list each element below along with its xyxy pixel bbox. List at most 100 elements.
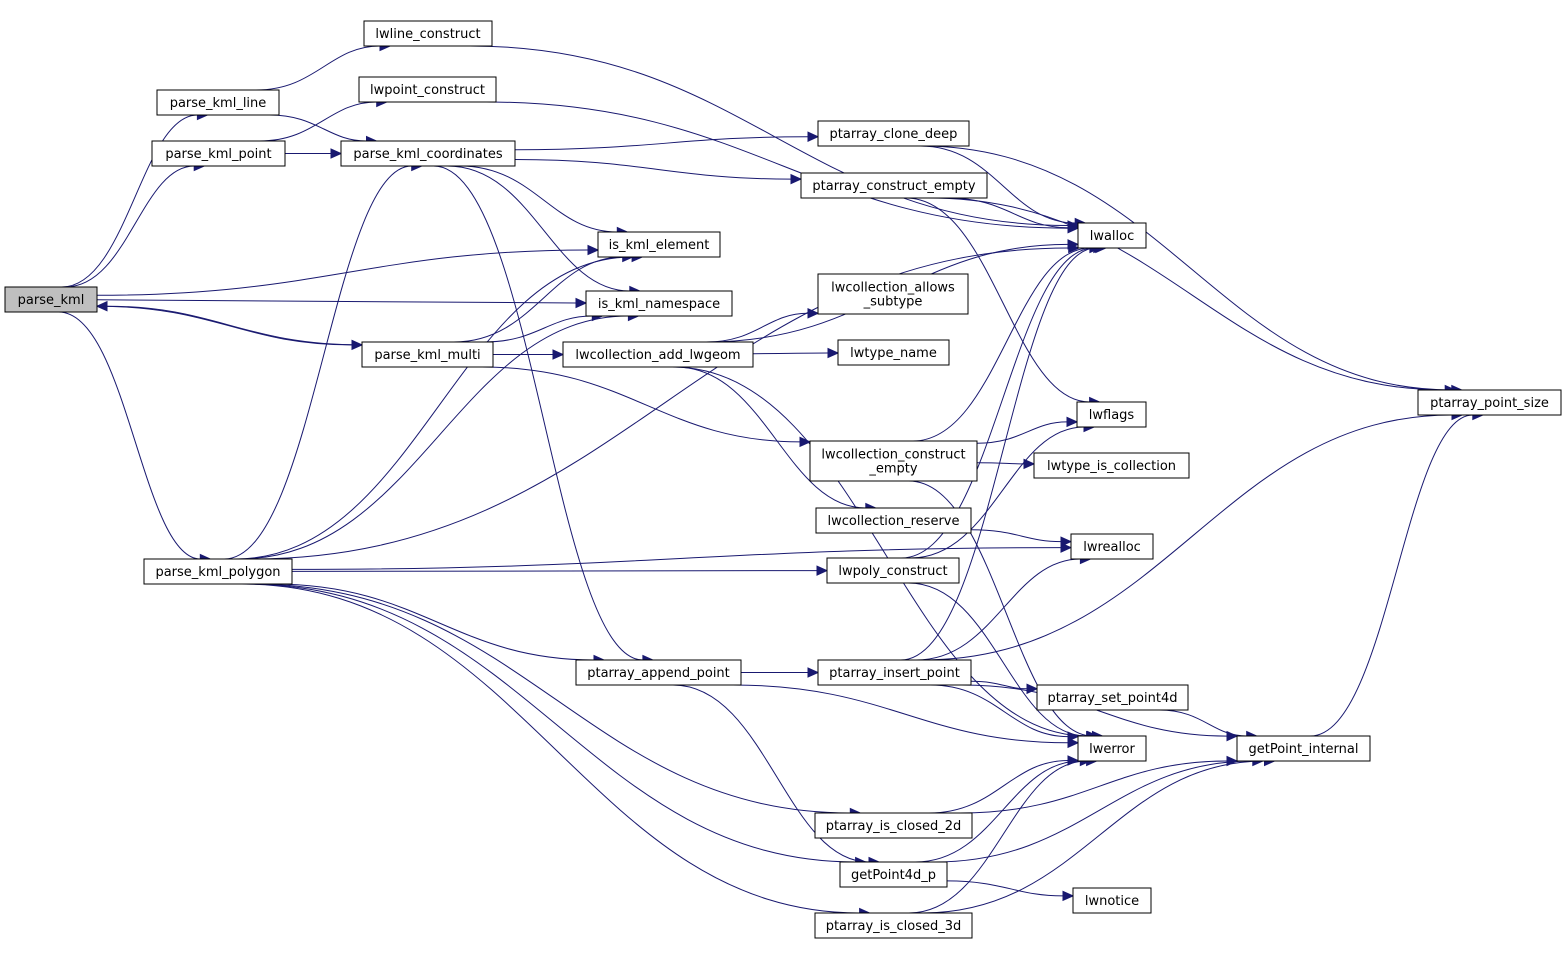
edge-lwline_construct-to-lwalloc	[470, 45, 1069, 226]
edge-getPoint4d_p-to-lwerror	[915, 760, 1081, 863]
node-box[interactable]	[1072, 887, 1152, 914]
node-label: lwcollection_allows	[831, 281, 955, 296]
node-label: is_kml_element	[609, 238, 710, 253]
node-is-kml-namespace[interactable]: is_kml_namespace	[585, 290, 733, 317]
node-box[interactable]	[1417, 389, 1562, 416]
node-parse-kml-polygon[interactable]: parse_kml_polygon	[143, 558, 293, 585]
node-box[interactable]	[340, 140, 516, 167]
node-box[interactable]	[575, 659, 742, 686]
node-box[interactable]	[1236, 735, 1371, 762]
node-is-kml-element[interactable]: is_kml_element	[597, 231, 721, 258]
arrowhead-parse_kml_coordinates-to-ptarray_clone_deep	[807, 131, 820, 142]
node-ptarray-is-closed-2d[interactable]: ptarray_is_closed_2d	[814, 812, 973, 839]
edge-parse_kml_polygon-to-parse_kml_coordinates	[224, 165, 412, 560]
node-box[interactable]	[1077, 222, 1147, 249]
edge-parse_kml-to-parse_kml_line	[61, 114, 198, 288]
edge-ptarray_insert_point-to-lwalloc	[900, 247, 1096, 661]
node-lwrealloc[interactable]: lwrealloc	[1070, 533, 1154, 560]
arrowhead-ptarray_insert_point-to-lwerror	[1067, 731, 1080, 742]
node-lwtype-is-collection[interactable]: lwtype_is_collection	[1033, 452, 1190, 479]
node-parse-kml-point[interactable]: parse_kml_point	[151, 140, 286, 167]
node-box[interactable]	[358, 76, 497, 103]
edge-getPoint_internal-to-ptarray_point_size	[1310, 414, 1473, 737]
arrowhead-parse_kml-to-is_kml_element	[587, 244, 600, 256]
node-box[interactable]	[839, 861, 948, 888]
node-parse-kml-multi[interactable]: parse_kml_multi	[361, 341, 494, 368]
node-lwcollection-allows-subtype[interactable]: lwcollection_allows_subtype	[817, 273, 969, 315]
node-box[interactable]	[151, 140, 286, 167]
node-parse-kml-coordinates[interactable]: parse_kml_coordinates	[340, 140, 516, 167]
node-label: ptarray_append_point	[587, 666, 730, 681]
node-parse-kml[interactable]: parse_kml	[4, 286, 98, 313]
node-ptarray-clone-deep[interactable]: ptarray_clone_deep	[817, 120, 970, 147]
node-ptarray-is-closed-3d[interactable]: ptarray_is_closed_3d	[814, 912, 973, 939]
edge-parse_kml_line-to-lwline_construct	[255, 45, 381, 91]
edge-ptarray_set_point4d-to-getPoint_internal	[1159, 709, 1247, 737]
node-parse-kml-line[interactable]: parse_kml_line	[156, 89, 280, 116]
node-box[interactable]	[809, 440, 978, 482]
node-lwalloc[interactable]: lwalloc	[1077, 222, 1147, 249]
node-box[interactable]	[815, 507, 972, 534]
node-label: ptarray_set_point4d	[1048, 691, 1178, 706]
node-box[interactable]	[800, 172, 988, 199]
edge-lwcollection_add_lwgeom-to-lwtype_name	[752, 352, 829, 355]
node-box[interactable]	[143, 558, 293, 585]
node-box[interactable]	[363, 20, 493, 47]
node-lwpoint-construct[interactable]: lwpoint_construct	[358, 76, 497, 103]
node-box[interactable]	[817, 659, 972, 686]
node-lwnotice[interactable]: lwnotice	[1072, 887, 1152, 914]
edge-lwcollection_construct_empty-to-lwtype_is_collection	[976, 462, 1025, 465]
node-label: lwrealloc	[1083, 540, 1141, 555]
node-ptarray-insert-point[interactable]: ptarray_insert_point	[817, 659, 972, 686]
node-box[interactable]	[817, 273, 969, 315]
edge-parse_kml_polygon-to-is_kml_namespace	[238, 315, 629, 560]
node-ptarray-construct-empty[interactable]: ptarray_construct_empty	[800, 172, 988, 199]
node-lwflags[interactable]: lwflags	[1076, 401, 1147, 428]
edge-ptarray_insert_point-to-getPoint_internal	[961, 684, 1228, 737]
node-box[interactable]	[585, 290, 733, 317]
node-box[interactable]	[1070, 533, 1154, 560]
edge-parse_kml-to-parse_kml_multi	[96, 305, 353, 346]
node-lwline-construct[interactable]: lwline_construct	[363, 20, 493, 47]
node-ptarray-point-size[interactable]: ptarray_point_size	[1417, 389, 1562, 416]
node-box[interactable]	[817, 120, 970, 147]
edge-parse_kml_multi-to-lwcollection_construct_empty	[482, 366, 801, 443]
edge-getPoint4d_p-to-lwnotice	[946, 880, 1064, 897]
node-box[interactable]	[597, 231, 721, 258]
arrowhead-parse_kml_multi-to-parse_kml	[95, 300, 108, 312]
node-box[interactable]	[1033, 452, 1190, 479]
node-lwcollection-construct-empty[interactable]: lwcollection_construct_empty	[809, 440, 978, 482]
arrowhead-getPoint4d_p-to-lwnotice	[1062, 890, 1075, 902]
node-label: ptarray_construct_empty	[812, 179, 975, 194]
node-box[interactable]	[1036, 684, 1189, 711]
node-box[interactable]	[4, 286, 98, 313]
edge-ptarray_is_closed_2d-to-getPoint_internal	[960, 760, 1228, 814]
node-ptarray-append-point[interactable]: ptarray_append_point	[575, 659, 742, 686]
node-box[interactable]	[814, 812, 973, 839]
node-box[interactable]	[156, 89, 280, 116]
node-box[interactable]	[1076, 401, 1147, 428]
node-box[interactable]	[814, 912, 973, 939]
node-ptarray-set-point4d[interactable]: ptarray_set_point4d	[1036, 684, 1189, 711]
node-lwtype-name[interactable]: lwtype_name	[837, 339, 950, 366]
node-box[interactable]	[1077, 735, 1147, 762]
node-getPoint4d-p[interactable]: getPoint4d_p	[839, 861, 948, 888]
arrowhead-lwcollection_construct_empty-to-lwflags	[1066, 416, 1079, 428]
node-label: parse_kml_polygon	[155, 565, 280, 580]
edge-ptarray_clone_deep-to-lwalloc	[920, 145, 1076, 224]
edge-parse_kml_polygon-to-ptarray_is_closed_3d	[241, 583, 860, 914]
node-lwpoly-construct[interactable]: lwpoly_construct	[826, 557, 960, 584]
node-lwerror[interactable]: lwerror	[1077, 735, 1147, 762]
node-box[interactable]	[826, 557, 960, 584]
node-box[interactable]	[562, 341, 754, 368]
edge-parse_kml_multi-to-parse_kml	[106, 305, 363, 346]
node-lwcollection-reserve[interactable]: lwcollection_reserve	[815, 507, 972, 534]
edge-lwpoint_construct-to-lwalloc	[486, 101, 1069, 229]
node-getPoint-internal[interactable]: getPoint_internal	[1236, 735, 1371, 762]
edge-parse_kml-to-is_kml_element	[96, 249, 589, 296]
node-box[interactable]	[837, 339, 950, 366]
edge-ptarray_insert_point-to-lwrealloc	[916, 558, 1081, 661]
node-box[interactable]	[361, 341, 494, 368]
edge-ptarray_insert_point-to-ptarray_point_size	[921, 414, 1453, 661]
node-lwcollection-add-lwgeom[interactable]: lwcollection_add_lwgeom	[562, 341, 754, 368]
